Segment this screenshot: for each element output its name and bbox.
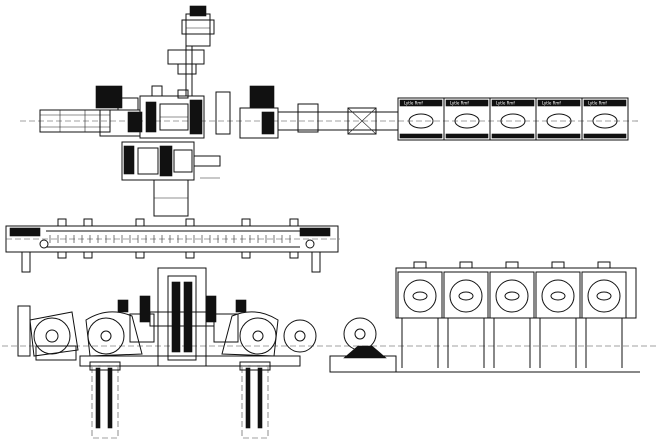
plan-unit-label: Lytle Rmf (588, 101, 607, 106)
lower-gearbox (121, 141, 221, 217)
coil-tower (397, 261, 443, 368)
plan-unit: Lytle Rmf (443, 97, 491, 141)
free-coil (343, 317, 377, 351)
plan-unit-label: Lytle Rmf (496, 101, 515, 106)
right-coil-group (213, 299, 279, 357)
rail-view (5, 218, 340, 273)
plan-unit-label: Lytle Rmf (404, 101, 423, 106)
coil-tower (489, 261, 535, 368)
elevation-view (2, 261, 656, 439)
coil-cart (329, 345, 397, 373)
mid-conveyor (277, 103, 399, 135)
plan-view: Lytle Rmf Lytle Rmf Lytle Rmf (20, 5, 640, 217)
coil-tower (535, 261, 581, 368)
plan-unit: Lytle Rmf (397, 97, 445, 141)
coil-tower-row (395, 261, 637, 368)
plan-unit: Lytle Rmf (535, 97, 583, 141)
support-leg (239, 361, 271, 439)
coil-tower (581, 261, 627, 368)
central-mill-stand (149, 267, 217, 367)
free-coil (283, 319, 317, 353)
entry-conveyor (39, 109, 111, 133)
left-coil-group (85, 295, 155, 357)
rail-ticks (49, 235, 291, 243)
plan-unit: Lytle Rmf (581, 97, 629, 141)
left-uncoiler (17, 305, 79, 361)
top-motor-assembly (167, 5, 215, 96)
central-stand (139, 85, 205, 139)
support-leg (89, 361, 121, 439)
plan-unit-label: Lytle Rmf (542, 101, 561, 106)
plan-unit: Lytle Rmf (489, 97, 537, 141)
plan-unit-row: Lytle Rmf Lytle Rmf Lytle Rmf (397, 97, 629, 141)
plan-unit-label: Lytle Rmf (450, 101, 469, 106)
left-drive-unit (95, 85, 143, 137)
right-drive-unit (215, 85, 279, 139)
coil-tower (443, 261, 489, 368)
